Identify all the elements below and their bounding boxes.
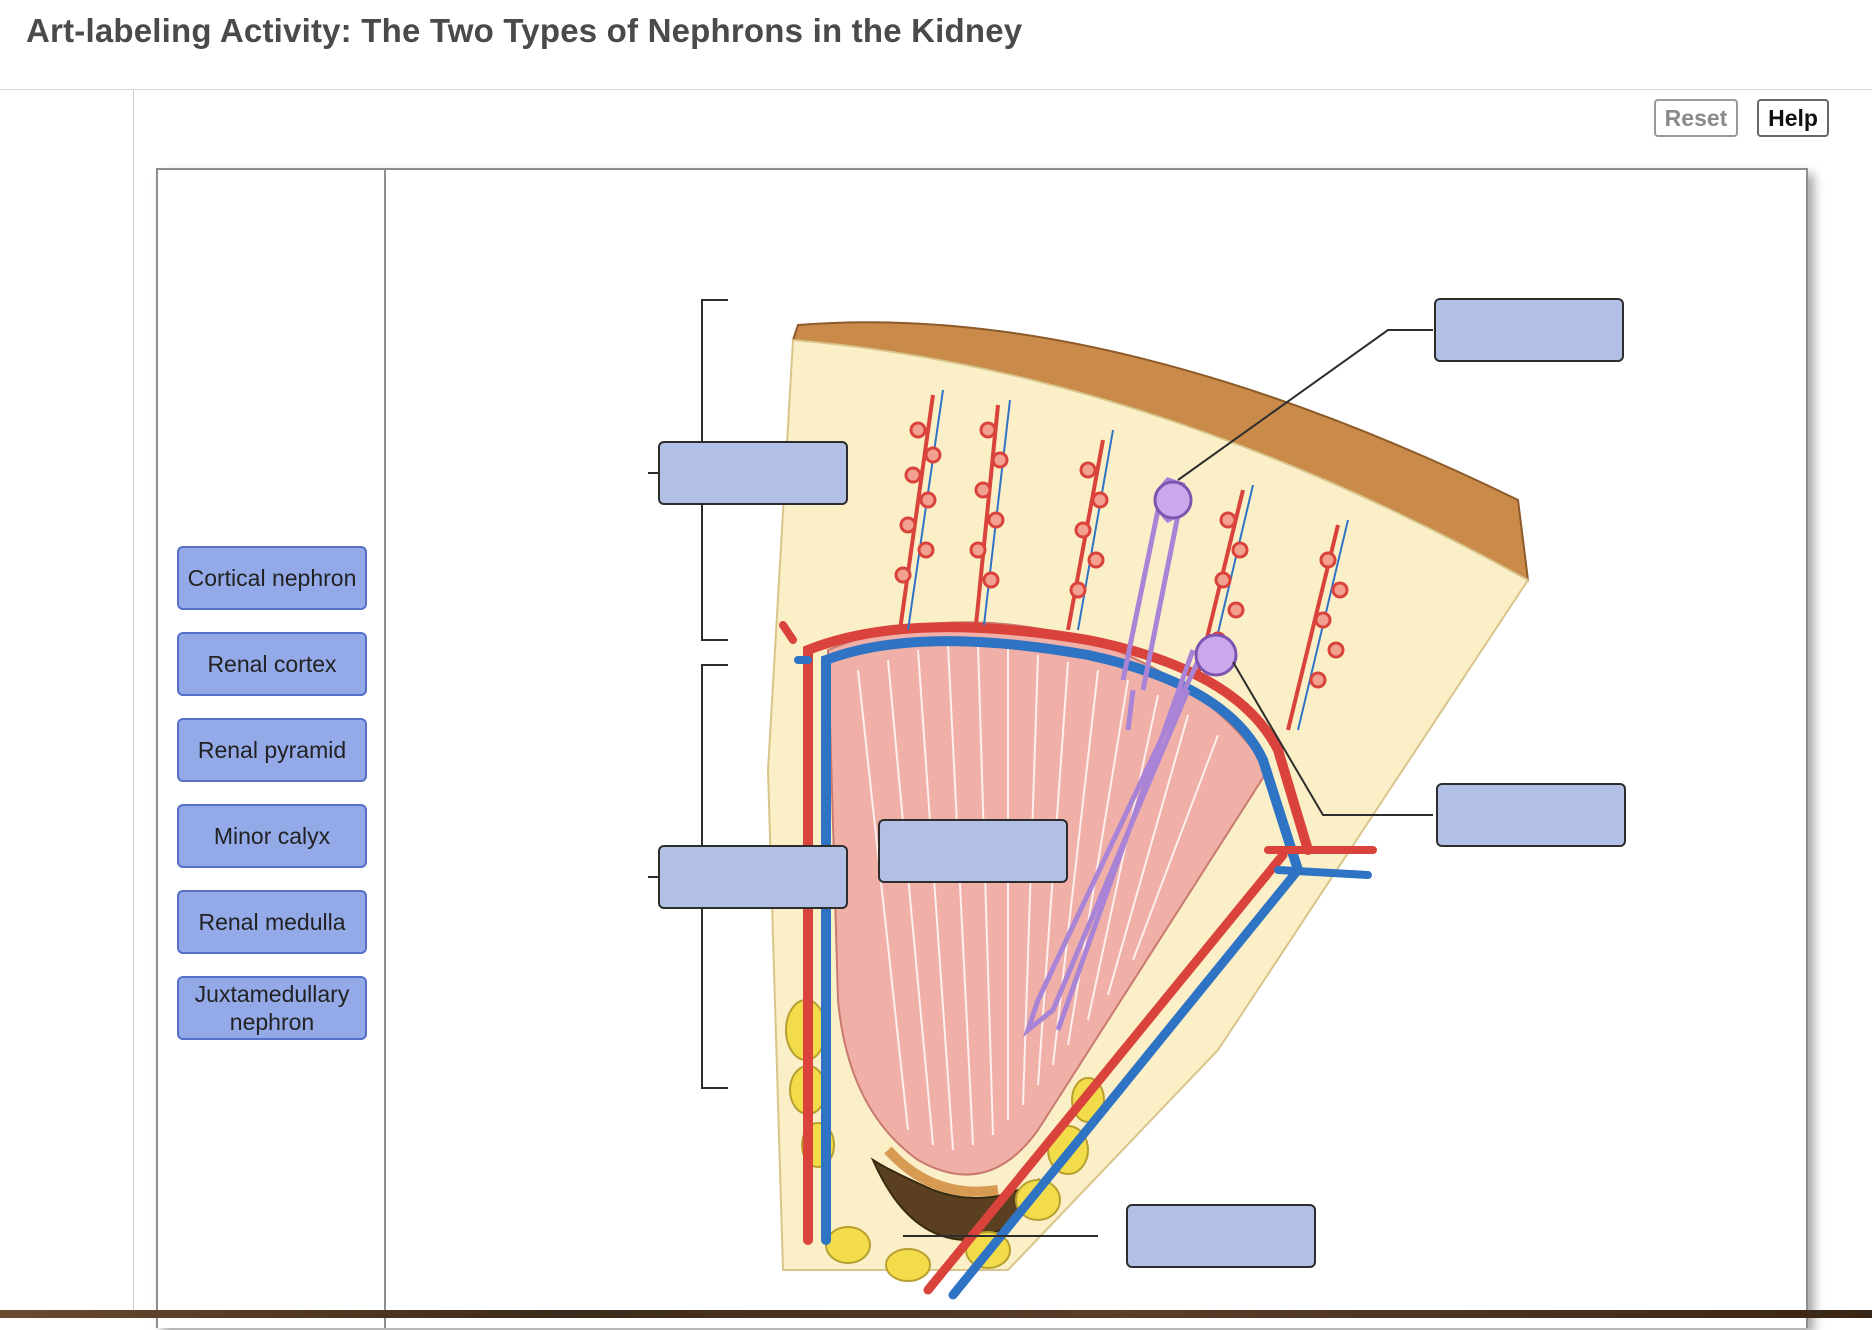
kidney-nephron-illustration (648, 299, 1530, 1300)
label-chip-minor-calyx[interactable]: Minor calyx (177, 804, 367, 868)
art-labeling-panel: Cortical nephron Renal cortex Renal pyra… (156, 168, 1808, 1328)
left-gutter-divider (133, 90, 134, 1318)
label-chip-renal-medulla[interactable]: Renal medulla (177, 890, 367, 954)
title-divider (0, 89, 1872, 90)
diagram-stage (388, 170, 1808, 1328)
drop-target-6[interactable] (1126, 1204, 1316, 1268)
window-bottom-edge (0, 1310, 1872, 1318)
reset-button[interactable]: Reset (1654, 99, 1738, 137)
drop-target-2[interactable] (658, 845, 848, 909)
drop-target-3[interactable] (1434, 298, 1624, 362)
page-title: Art-labeling Activity: The Two Types of … (26, 12, 1023, 49)
drop-target-1[interactable] (658, 441, 848, 505)
label-chip-renal-cortex[interactable]: Renal cortex (177, 632, 367, 696)
help-button[interactable]: Help (1757, 99, 1829, 137)
label-chip-renal-pyramid[interactable]: Renal pyramid (177, 718, 367, 782)
drop-target-5[interactable] (878, 819, 1068, 883)
label-chip-juxtamedullary-nephron[interactable]: Juxtamedullary nephron (177, 976, 367, 1040)
label-chip-cortical-nephron[interactable]: Cortical nephron (177, 546, 367, 610)
label-bank: Cortical nephron Renal cortex Renal pyra… (158, 170, 386, 1328)
drop-target-4[interactable] (1436, 783, 1626, 847)
